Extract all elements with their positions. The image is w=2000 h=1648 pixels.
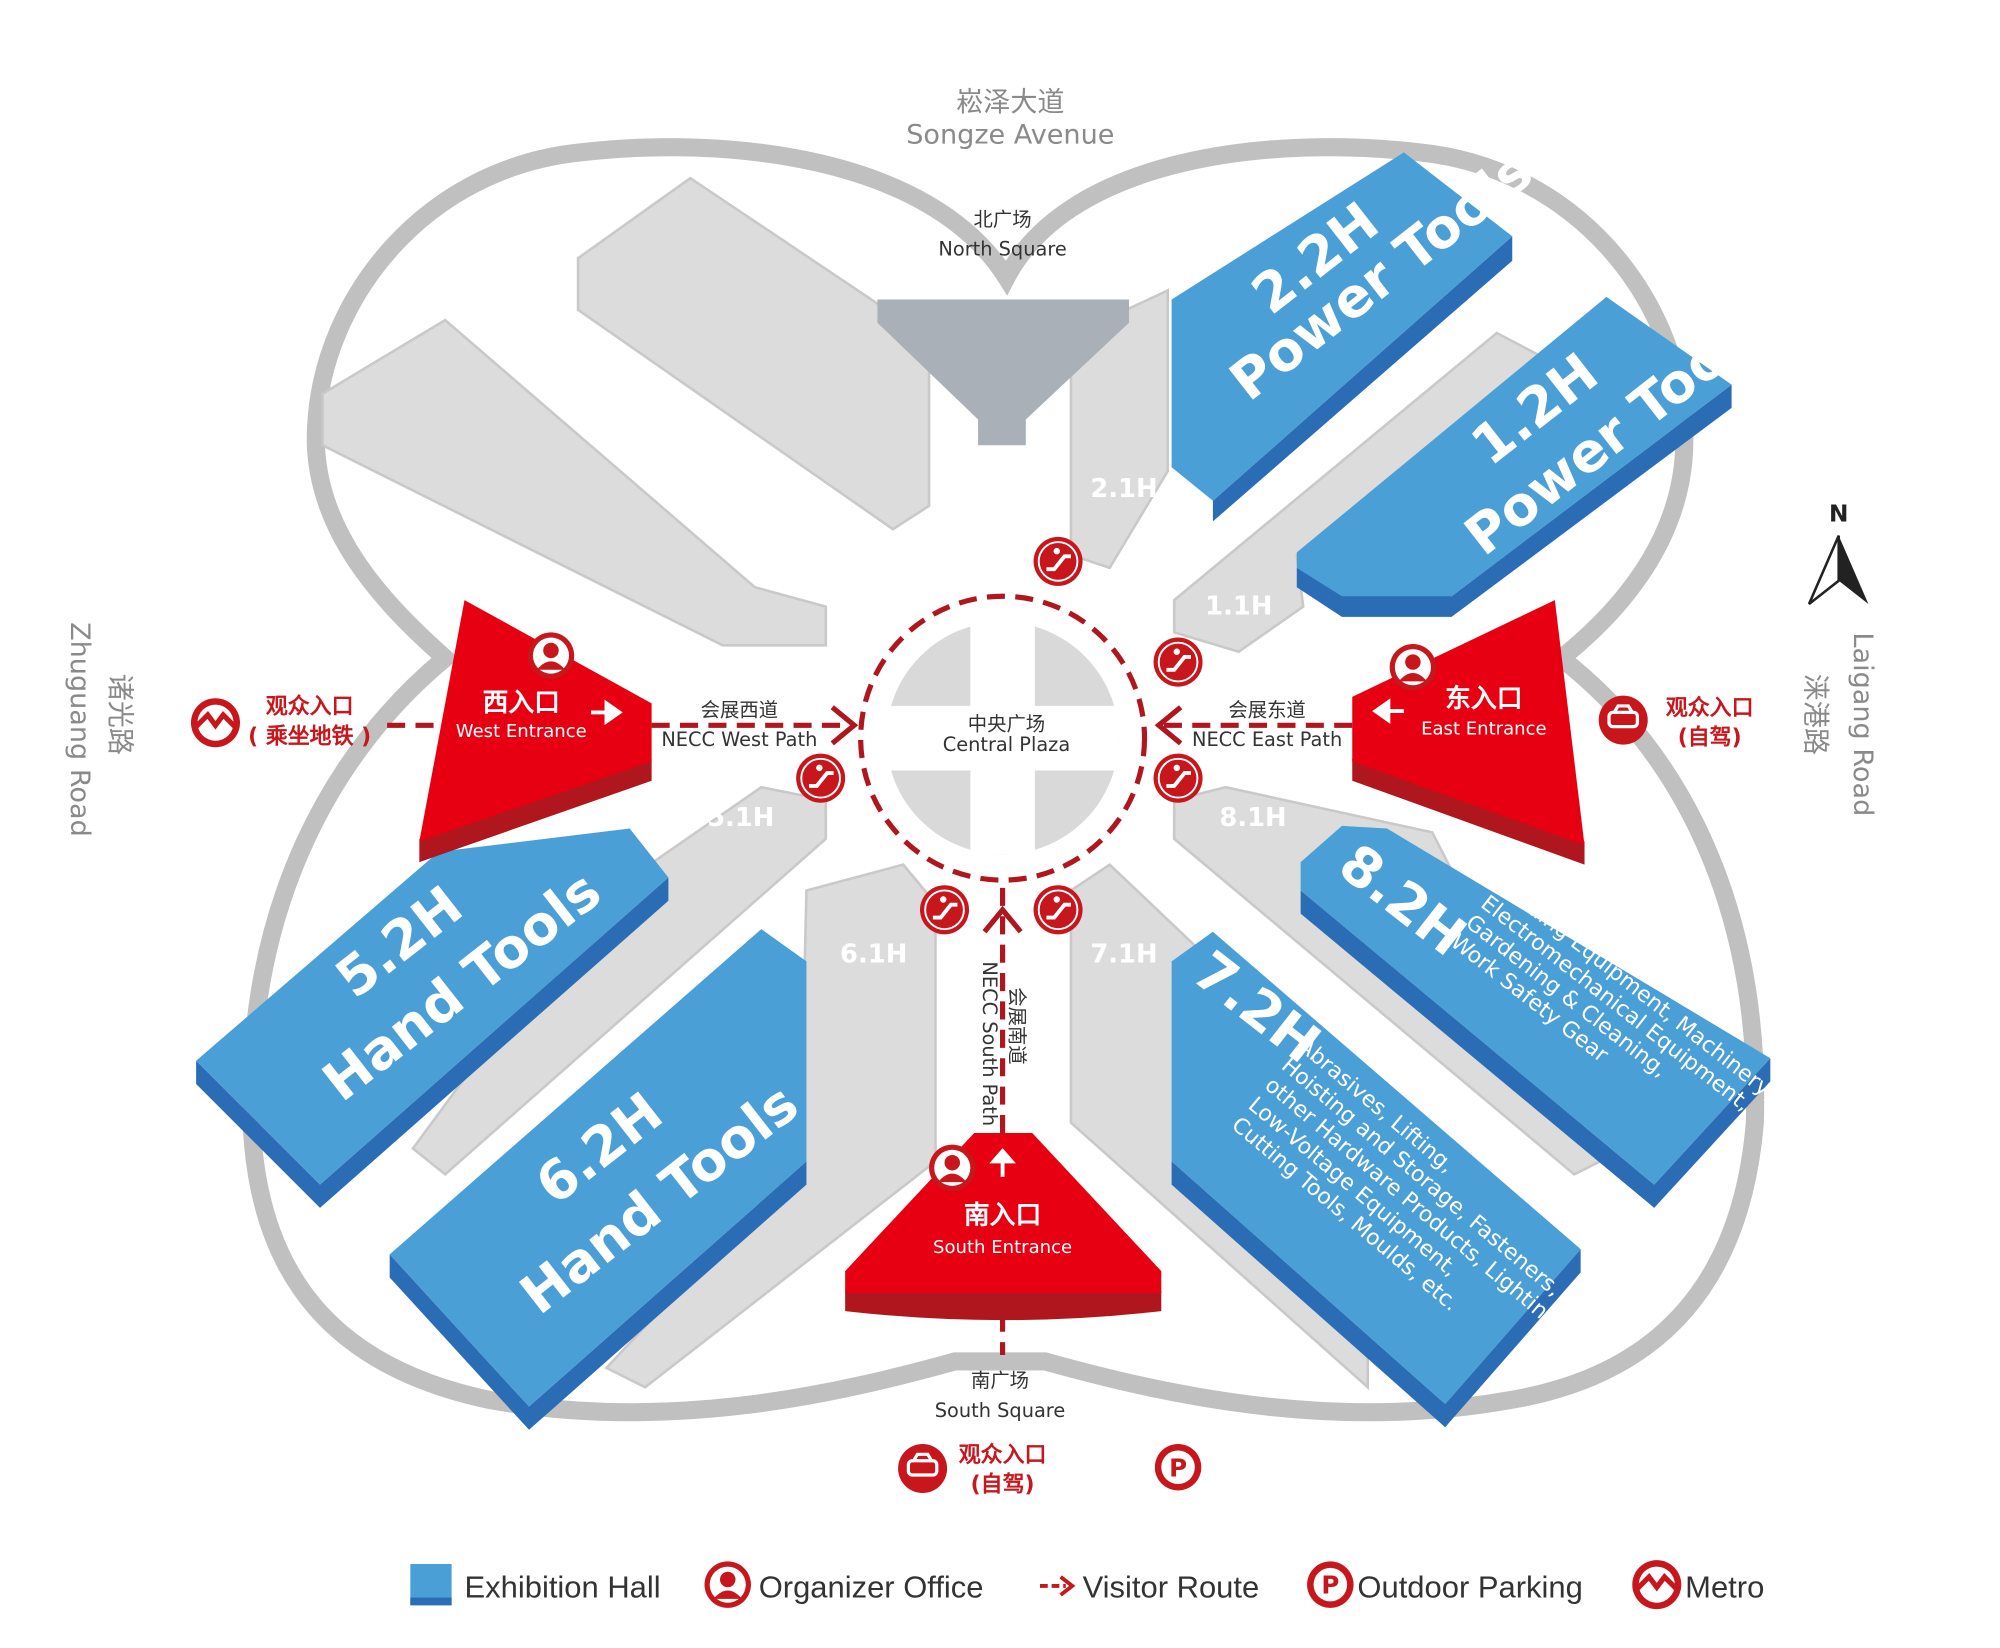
- road-north-cn: 崧泽大道: [956, 87, 1064, 118]
- legend-parking: Outdoor Parking: [1357, 1570, 1582, 1605]
- metro-entry-line2: ( 乘坐地铁 ): [248, 723, 371, 749]
- organizer-office-icon-south[interactable]: [929, 1144, 976, 1192]
- legend-hall: Exhibition Hall: [465, 1570, 661, 1605]
- outdoor-parking-icon: [1307, 1561, 1354, 1608]
- escalator-icon: [918, 883, 971, 937]
- east-entrance[interactable]: 东入口 East Entrance: [1352, 600, 1585, 865]
- escalator-icon: [1031, 534, 1085, 588]
- north-square: [877, 299, 1130, 446]
- arrow-up-icon: [989, 1148, 1016, 1177]
- arrow-left-icon: [1372, 698, 1404, 724]
- south-entry-line1: 观众入口: [959, 1443, 1047, 1468]
- west-entrance-cn: 西入口: [483, 688, 560, 718]
- south-path-en: NECC South Path: [978, 961, 1001, 1126]
- compass-north-label: N: [1829, 500, 1848, 527]
- central-plaza[interactable]: 中央广场 Central Plaza: [858, 593, 1148, 883]
- arrow-right-icon: [590, 699, 623, 726]
- organizer-office-icon: [704, 1561, 751, 1608]
- south-entrance-cn: 南入口: [964, 1200, 1041, 1230]
- road-east-cn: 涞港路: [1799, 674, 1830, 755]
- road-east-en: Laigang Road: [1847, 632, 1878, 816]
- road-west-en: Zhuguang Road: [64, 622, 95, 837]
- hall-6-2h[interactable]: 6.2H Hand Tools: [389, 929, 810, 1430]
- north-square-en: North Square: [938, 238, 1066, 261]
- escalator-icon: [1151, 635, 1205, 689]
- hall-label-6-1h: 6.1H: [840, 940, 907, 970]
- west-path-cn: 会展西道: [701, 698, 778, 721]
- hall-label-8-1h: 8.1H: [1219, 803, 1286, 833]
- east-entrance-cn: 东入口: [1445, 683, 1522, 714]
- north-arrow-icon: [1807, 535, 1840, 606]
- road-west-cn: 诸光路: [104, 674, 135, 755]
- central-plaza-cn: 中央广场: [968, 712, 1045, 735]
- west-entrance[interactable]: 西入口 West Entrance: [419, 600, 652, 863]
- metro-icon[interactable]: [191, 698, 240, 747]
- east-entry-line2: (自驾): [1678, 725, 1742, 751]
- car-icon-south[interactable]: [896, 1442, 949, 1495]
- compass: N: [1807, 500, 1869, 606]
- metro-entry-line1: 观众入口: [266, 695, 354, 720]
- metro-legend-icon: [1632, 1560, 1681, 1609]
- south-path-cn: 会展南道: [1005, 987, 1028, 1064]
- west-entrance-en: West Entrance: [456, 721, 587, 742]
- south-entry-line2: (自驾): [971, 1472, 1035, 1498]
- organizer-office-icon-east[interactable]: [1389, 644, 1437, 691]
- legend: Exhibition Hall Organizer Office Visitor…: [410, 1560, 1764, 1609]
- south-square-cn: 南广场: [971, 1369, 1029, 1392]
- escalator-icon: [1031, 883, 1085, 937]
- car-icon-east[interactable]: [1597, 694, 1650, 747]
- escalator-icon: [794, 751, 848, 805]
- hall-label-7-1h: 7.1H: [1090, 940, 1157, 970]
- legend-metro: Metro: [1685, 1570, 1764, 1605]
- visitor-routes: [387, 722, 1353, 1355]
- hall-label-2-1h: 2.1H: [1090, 474, 1157, 504]
- south-entrance[interactable]: 南入口 South Entrance: [845, 1133, 1162, 1321]
- north-square-cn: 北广场: [974, 208, 1032, 231]
- south-square-en: South Square: [935, 1399, 1065, 1422]
- east-entry-line1: 观众入口: [1666, 696, 1754, 721]
- east-entrance-en: East Entrance: [1421, 718, 1547, 739]
- central-plaza-en: Central Plaza: [943, 733, 1070, 756]
- east-path-en: NECC East Path: [1192, 728, 1342, 751]
- legend-office: Organizer Office: [759, 1570, 984, 1605]
- route-arrowheads: [830, 705, 1183, 934]
- organizer-office-icon-west[interactable]: [527, 632, 575, 679]
- hall-label-1-1h: 1.1H: [1205, 591, 1272, 621]
- road-north-en: Songze Avenue: [906, 119, 1114, 150]
- south-entrance-en: South Entrance: [933, 1237, 1072, 1258]
- hall-label-5-1h: 5.1H: [707, 803, 774, 833]
- legend-route: Visitor Route: [1083, 1570, 1260, 1605]
- parking-icon[interactable]: [1154, 1444, 1202, 1491]
- west-path-en: NECC West Path: [661, 728, 817, 751]
- east-path-cn: 会展东道: [1228, 698, 1305, 721]
- escalator-icon: [1151, 751, 1205, 805]
